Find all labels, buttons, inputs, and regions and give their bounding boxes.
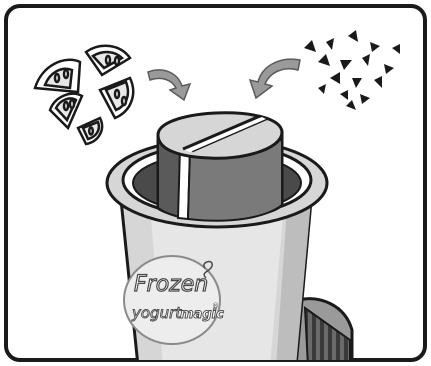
frozen-yogurt-magic-logo: Frozen yogurt magic ® [123, 255, 225, 345]
swirl-icon [203, 260, 213, 279]
curved-arrow-right-icon [147, 69, 192, 102]
chip [326, 38, 334, 50]
chip [374, 76, 382, 88]
chip [318, 54, 330, 66]
fruit-slice [98, 76, 135, 120]
logo-line1: Frozen [134, 272, 208, 297]
logo-line3: magic [180, 307, 224, 322]
chip [360, 94, 370, 104]
chip [340, 90, 348, 100]
chip [330, 72, 340, 84]
fruit-slice [48, 92, 84, 131]
fruit-slice [76, 116, 104, 146]
logo-line2: yogurt [131, 304, 182, 322]
fruit-pieces-icon [33, 44, 135, 146]
chip [340, 60, 352, 70]
chip [348, 30, 358, 42]
cylindrical-plunger-icon [156, 111, 284, 222]
chip [362, 54, 370, 66]
chip [384, 64, 394, 74]
chip [346, 100, 356, 110]
logo-trademark: ® [212, 302, 219, 310]
chip [304, 40, 316, 52]
fruit-slice [33, 58, 82, 94]
chip [370, 42, 380, 52]
chocolate-chips-icon [304, 30, 400, 110]
chip [352, 78, 362, 88]
chip [392, 44, 400, 54]
fruit-slice [84, 44, 132, 77]
chip [318, 84, 326, 94]
curved-arrow-left-icon [248, 58, 301, 100]
